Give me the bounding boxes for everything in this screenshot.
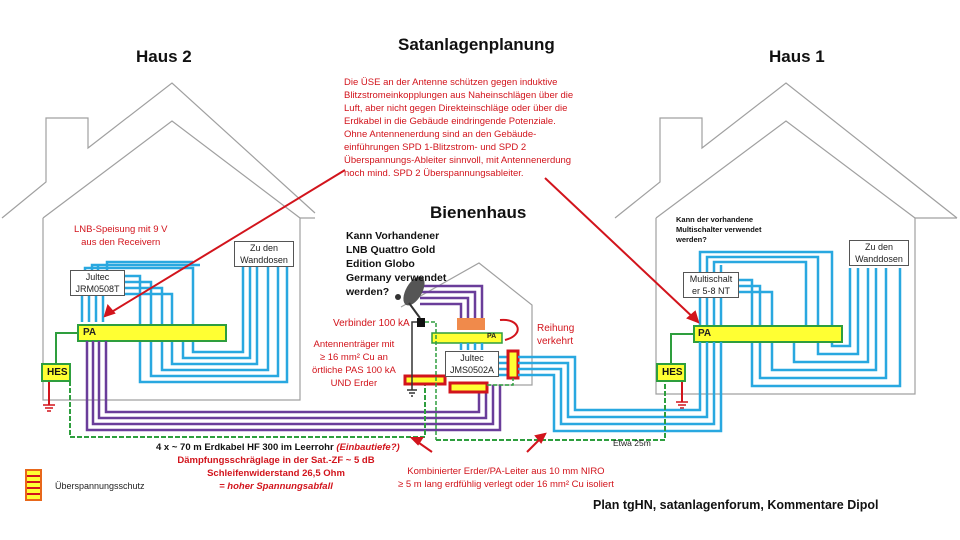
haus1-hes-label: HES <box>662 367 683 378</box>
earth-note: Kombinierter Erder/PA-Leiter aus 10 mm N… <box>398 465 614 491</box>
switch-label: Jultec <box>85 272 110 282</box>
cable-note-extra: (Einbautiefe?) <box>336 442 400 453</box>
earth-wire-haus2 <box>69 381 426 438</box>
haus2-outlets-box: Zu den Wanddosen <box>234 241 294 267</box>
credit: Plan tgHN, satanlagenforum, Kommentare D… <box>593 498 879 512</box>
house-outline-haus2 <box>1 82 316 401</box>
haus1-outlets-box: Zu den Wanddosen <box>849 240 909 266</box>
top-note: Die ÜSE an der Antenne schützen gegen in… <box>344 76 573 180</box>
question-line: LNB Quattro Gold <box>346 244 436 256</box>
switch-label: Jultec <box>460 353 484 363</box>
top-note-line: Erdkabel in die Gebäude eindringende Pot… <box>344 116 556 127</box>
top-note-line: Blitzstromeinkopplungen aus Naheinschläg… <box>344 90 574 101</box>
house-outline-haus1 <box>614 82 958 395</box>
question-line: Edition Globo <box>346 258 415 270</box>
earth-wire-haus1 <box>436 382 666 441</box>
bienenhaus-lnb-cables <box>420 284 484 318</box>
switch-label: er 5-8 NT <box>691 286 730 296</box>
haus2-pa-bar <box>77 324 227 342</box>
question-line: werden? <box>346 286 390 298</box>
cable-note-line4: = hoher Spannungsabfall <box>219 481 333 492</box>
connector-note: Verbinder 100 kA <box>333 318 410 329</box>
top-note-line: einführungen SPD 1-Blitzstrom- und SPD 2 <box>344 142 527 153</box>
bienenhaus-pa-label: PA <box>487 333 497 340</box>
haus1-note: Kann der vorhandene Multischalter verwen… <box>676 215 761 245</box>
switch-label: JRM0508T <box>75 284 120 294</box>
haus2-cables <box>80 260 289 384</box>
haus2-hes-label: HES <box>47 367 68 378</box>
outlets-label: Zu den <box>864 242 894 252</box>
haus1-pa-label: PA <box>698 328 712 339</box>
haus1-hes-box <box>656 333 694 409</box>
verbinder-block <box>417 318 425 327</box>
earth-note-line: Kombinierter Erder/PA-Leiter aus 10 mm N… <box>407 466 605 477</box>
haus1-label: Haus 1 <box>769 47 825 66</box>
lnb-question: Kann Vorhandener LNB Quattro Gold Editio… <box>346 229 446 299</box>
note-line: werden? <box>676 235 707 244</box>
note-line: LNB-Speisung mit 9 V <box>74 224 168 235</box>
order-note-line: Reihung <box>537 323 575 334</box>
haus2-pa-label: PA <box>83 327 97 338</box>
haus1-multiswitch: Multischalt er 5-8 NT <box>683 272 739 298</box>
mast-ground-wire <box>407 321 420 397</box>
bienenhaus-label: Bienenhaus <box>430 203 527 222</box>
cable-note-line1: 4 x ~ 70 m Erdkabel HF 300 im Leerrohr (… <box>156 441 400 454</box>
bienenhaus-surge-block-right <box>506 349 520 380</box>
haus2-lnb-note: LNB-Speisung mit 9 V aus den Receivern <box>74 223 167 249</box>
mast-note-line: Antennenträger mit <box>313 339 395 350</box>
cable-note-main: 4 x ~ 70 m Erdkabel HF 300 im Leerrohr <box>156 442 337 453</box>
annotation-arrows <box>103 169 700 453</box>
order-note-line: verkehrt <box>537 336 574 347</box>
bienenhaus-earth-wires <box>425 321 514 440</box>
mast-note-line: ≥ 16 mm² Cu an <box>319 352 388 363</box>
earth-note-line: ≥ 5 m lang erdfühlig verlegt oder 16 mm²… <box>398 479 614 490</box>
outlets-label: Zu den <box>249 243 279 253</box>
switch-label: JMS0502A <box>449 365 495 375</box>
haus1-feed-cables <box>518 342 723 433</box>
outlets-label: Wanddosen <box>855 254 903 264</box>
haus2-hes-box <box>41 332 78 412</box>
haus1-cables <box>698 250 902 388</box>
page-title: Satanlagenplanung <box>398 35 555 54</box>
top-note-line: Überspannungs-Ableiter sinnvoll, mit Ant… <box>344 155 572 166</box>
mast-note-line: UND Erder <box>330 378 378 389</box>
question-line: Germany verwendet <box>346 272 447 284</box>
note-line: Multischalter verwendet <box>676 225 762 234</box>
bienenhaus-surge-protectors <box>457 318 485 330</box>
top-note-line: Die ÜSE an der Antenne schützen gegen in… <box>344 77 558 88</box>
cable-note-line3: Schleifenwiderstand 26,5 Ohm <box>207 468 345 479</box>
bienenhaus-surge-block-mast <box>403 374 447 386</box>
order-note: Reihung verkehrt <box>537 322 574 348</box>
cable-note-line2: Dämpfungsschräglage in der Sat.-ZF ~ 5 d… <box>177 455 375 466</box>
legend-label: Überspannungsschutz <box>55 481 145 491</box>
note-line: Kann der vorhandene <box>676 215 754 224</box>
note-line: aus den Receivern <box>81 237 161 248</box>
top-note-line: Luft, aber nicht gegen Direkteinschläge … <box>344 103 568 114</box>
distance-label: Etwa 25m <box>613 438 651 448</box>
haus2-feed-cables <box>85 341 502 432</box>
switch-label: Multischalt <box>689 274 733 284</box>
bienenhaus-surge-block-feed <box>448 381 489 394</box>
top-note-line: Ohne Antennenerdung sind an den Gebäude- <box>344 129 537 140</box>
question-line: Kann Vorhandener <box>346 230 440 242</box>
cable-note: 4 x ~ 70 m Erdkabel HF 300 im Leerrohr (… <box>156 441 400 493</box>
outlets-label: Wanddosen <box>240 255 288 265</box>
haus2-multiswitch: Jultec JRM0508T <box>70 270 125 296</box>
surge-protector-icon <box>25 469 42 501</box>
top-note-line: noch mind. SPD 2 Überspannungsableiter. <box>344 168 524 179</box>
mast-note: Antennenträger mit ≥ 16 mm² Cu an örtlic… <box>312 338 396 390</box>
haus1-pa-bar <box>693 325 843 343</box>
satellite-dish-icon <box>395 276 425 319</box>
mast-note-line: örtliche PAS 100 kA <box>312 365 396 376</box>
bienenhaus-multiswitch: Jultec JMS0502A <box>445 351 499 377</box>
haus2-label: Haus 2 <box>136 47 192 66</box>
